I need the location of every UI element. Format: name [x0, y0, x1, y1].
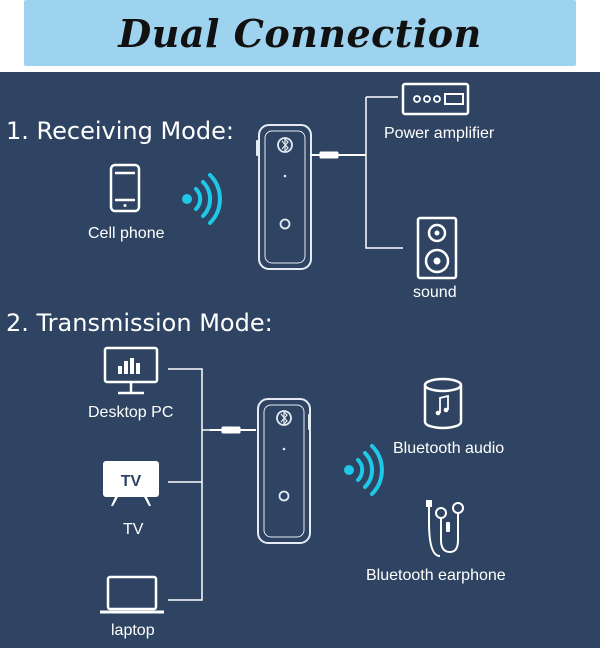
title-banner: Dual Connection	[24, 0, 576, 66]
bluetooth-audio-label: Bluetooth audio	[393, 440, 505, 457]
wireless-signal-icon-receiving	[182, 173, 222, 225]
page-title: Dual Connection	[118, 10, 482, 56]
sound-label: sound	[413, 284, 457, 301]
cell-phone-label: Cell phone	[88, 225, 165, 242]
tv-screen-label: TV	[121, 473, 142, 490]
bluetooth-adapter-transmission	[257, 398, 311, 544]
laptop-label: laptop	[111, 622, 155, 639]
bluetooth-earphone-icon	[426, 500, 464, 557]
aux-cable-transmission	[210, 426, 256, 434]
desktop-pc-label: Desktop PC	[88, 404, 174, 421]
power-amplifier-icon	[401, 82, 470, 116]
receiving-connector-lines	[365, 96, 403, 249]
power-amplifier-label: Power amplifier	[384, 125, 495, 142]
transmission-mode-heading: 2. Transmission Mode:	[6, 309, 273, 337]
transmission-connector-lines	[168, 368, 210, 601]
bluetooth-adapter-receiving	[256, 124, 312, 270]
speaker-icon	[416, 216, 458, 280]
laptop-icon	[100, 575, 164, 614]
cell-phone-icon	[109, 163, 141, 213]
receiving-mode-heading: 1. Receiving Mode:	[6, 117, 234, 145]
aux-cable-receiving	[311, 151, 366, 159]
bluetooth-earphone-label: Bluetooth earphone	[366, 567, 506, 584]
tv-icon: TV	[103, 461, 159, 506]
desktop-pc-icon	[103, 346, 159, 395]
bluetooth-audio-icon	[423, 377, 463, 430]
tv-label: TV	[123, 521, 144, 538]
wireless-signal-icon-transmission	[344, 444, 384, 496]
